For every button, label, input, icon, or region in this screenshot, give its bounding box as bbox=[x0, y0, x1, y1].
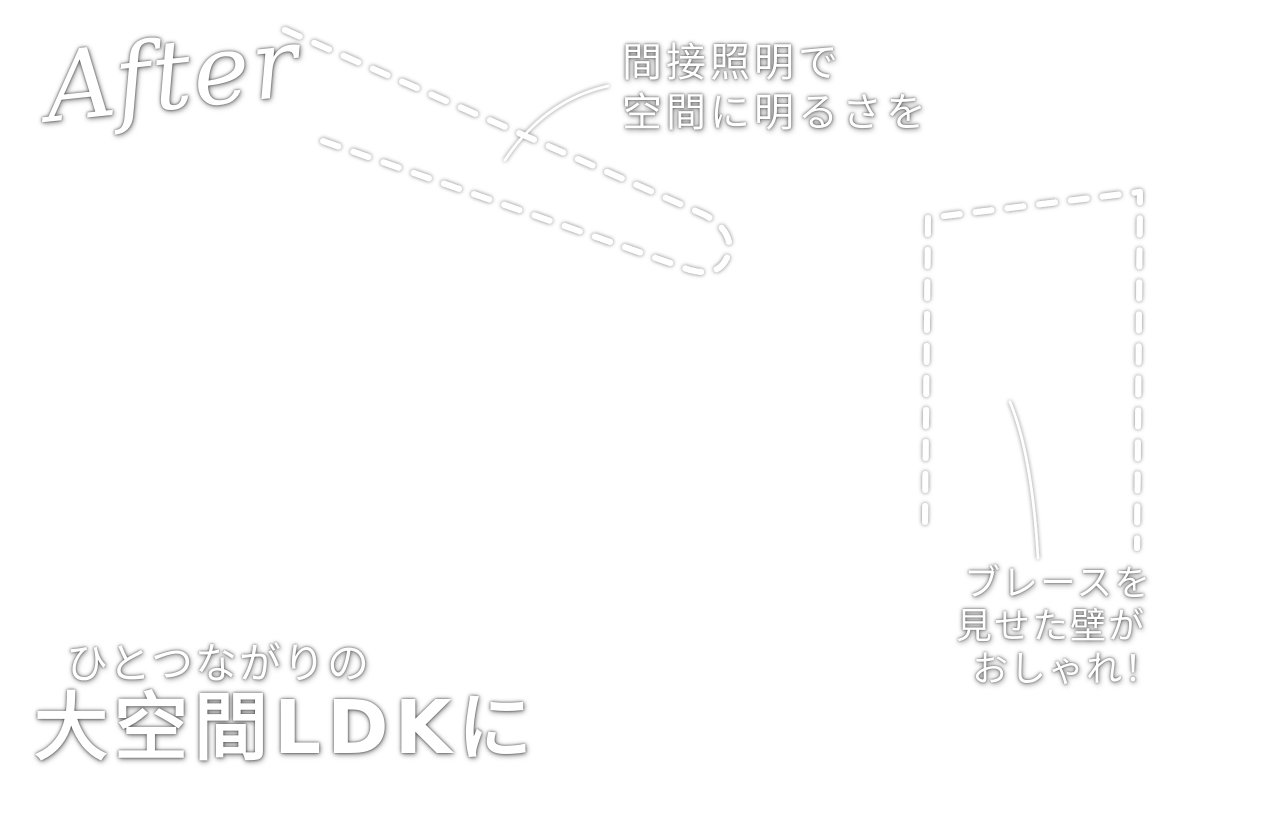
headline-sub: ひとつながりの bbox=[66, 639, 372, 688]
indirect-lighting-callout-line-2: 空間に明るさを bbox=[622, 90, 930, 136]
brace-wall-callout: ブレースを 見せた壁が おしゃれ！ bbox=[956, 562, 1163, 692]
headline-main: 大空間LDKに bbox=[34, 685, 538, 772]
lighting-dashed-outline bbox=[282, 27, 733, 276]
brace-wall-callout-line-3: おしゃれ！ bbox=[972, 649, 1163, 691]
headline: ひとつながりの 大空間LDKに bbox=[34, 639, 538, 772]
brace-wall-callout-line-2: 見せた壁が bbox=[956, 606, 1147, 648]
indirect-lighting-callout-line-1: 間接照明で bbox=[622, 40, 842, 86]
brace-wall-leader-line bbox=[1008, 400, 1040, 560]
lighting-leader-line bbox=[503, 84, 610, 162]
indirect-lighting-callout: 間接照明で 空間に明るさを bbox=[622, 38, 930, 138]
brace-wall-callout-line-1: ブレースを bbox=[964, 563, 1153, 604]
